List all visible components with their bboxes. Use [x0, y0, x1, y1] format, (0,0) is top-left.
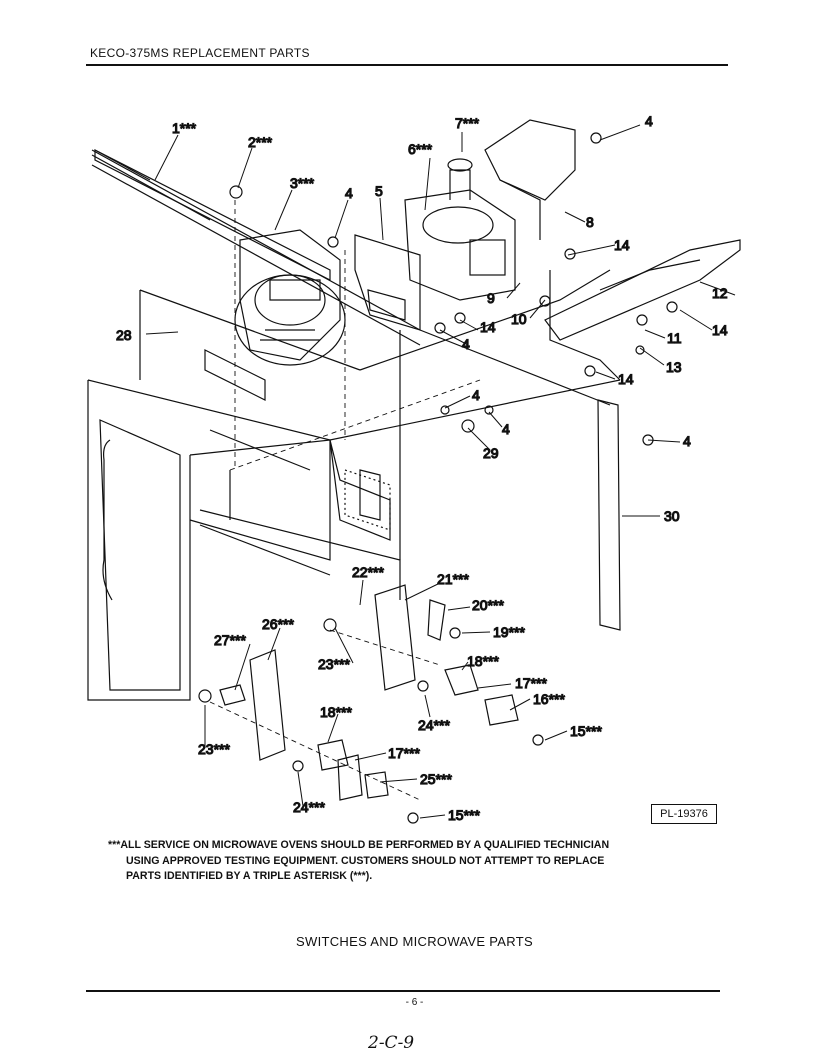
- gasket-part: [447, 158, 473, 172]
- callout-24-upper: 24***: [418, 717, 450, 733]
- callout-4-lower-left: 4: [472, 387, 480, 403]
- callout-3: 3***: [290, 175, 315, 191]
- waveguide-part: [354, 234, 421, 331]
- callout-23-lower: 23***: [198, 741, 230, 757]
- callout-14-c: 14: [712, 322, 728, 338]
- callout-28: 28: [116, 327, 132, 343]
- callout-4-lower-right: 4: [502, 421, 510, 437]
- callout-30: 30: [664, 508, 680, 524]
- callout-10: 10: [511, 311, 527, 327]
- callout-15-lower: 15***: [448, 807, 480, 823]
- callout-27: 27***: [214, 632, 246, 648]
- callout-14-d: 14: [618, 371, 634, 387]
- callout-20: 20***: [472, 597, 504, 613]
- right-rail-part: [544, 239, 741, 341]
- handwritten-note: 2-C-9: [368, 1033, 415, 1053]
- notice-line-3: PARTS IDENTIFIED BY A TRIPLE ASTERISK (*…: [126, 870, 373, 882]
- callout-18-lower: 18***: [320, 704, 352, 720]
- callout-17-upper: 17***: [515, 675, 547, 691]
- callout-11: 11: [667, 330, 682, 346]
- callout-8: 8: [586, 214, 594, 230]
- callout-leader-lines: [145, 124, 736, 819]
- switch-bracket-assembly: [198, 584, 519, 801]
- callout-14-a: 14: [614, 237, 630, 253]
- callout-26: 26***: [262, 616, 294, 632]
- notice-line-2: USING APPROVED TESTING EQUIPMENT. CUSTOM…: [126, 854, 605, 867]
- vent-grille: [344, 469, 391, 531]
- callout-14-b: 14: [480, 319, 496, 335]
- top-bracket-part: [484, 119, 576, 240]
- callout-5: 5: [375, 183, 383, 199]
- callout-24-lower: 24***: [293, 799, 325, 815]
- callout-12: 12: [712, 285, 728, 301]
- header-rule: [86, 64, 728, 66]
- callout-4-mid: 4: [462, 336, 470, 352]
- callout-15-upper: 15***: [570, 723, 602, 739]
- callout-23-upper: 23***: [318, 656, 350, 672]
- oven-chassis-outline: [87, 149, 621, 701]
- callout-13: 13: [666, 359, 682, 375]
- callout-2: 2***: [248, 134, 273, 150]
- callout-4-top-left: 4: [345, 185, 353, 201]
- exploded-parts-diagram: 1*** 2*** 3*** 4 5 6*** 7*** 4 8 14 12 9…: [87, 112, 741, 824]
- plate-id-box: PL-19376: [651, 804, 717, 824]
- callout-25: 25***: [420, 771, 452, 787]
- callout-1: 1***: [172, 120, 197, 136]
- notice-line-1: ***ALL SERVICE ON MICROWAVE OVENS SHOULD…: [108, 839, 610, 851]
- magnetron-assembly: [404, 169, 516, 301]
- side-panel-part: [597, 399, 621, 631]
- page-number: - 6 -: [405, 997, 424, 1008]
- callout-16: 16***: [533, 691, 565, 707]
- blower-fan-assembly: [204, 229, 346, 401]
- figure-caption: SWITCHES AND MICROWAVE PARTS: [296, 934, 533, 949]
- screw-fasteners: [229, 132, 678, 824]
- footer-rule: [86, 990, 720, 992]
- service-notice: ***ALL SERVICE ON MICROWAVE OVENS SHOULD…: [108, 838, 708, 885]
- callout-6: 6***: [408, 141, 433, 157]
- callout-4-right: 4: [683, 433, 691, 449]
- callout-17-lower: 17***: [388, 745, 420, 761]
- callout-29: 29: [483, 445, 499, 461]
- top-rail-part: [94, 149, 331, 281]
- page-header-title: KECO-375MS REPLACEMENT PARTS: [90, 46, 310, 60]
- callout-18-upper: 18***: [467, 653, 499, 669]
- callout-22: 22***: [352, 564, 384, 580]
- callout-7: 7***: [455, 115, 480, 131]
- callout-9: 9: [487, 290, 495, 306]
- callout-4-top-right: 4: [645, 113, 653, 129]
- assembly-guide-lines: [209, 200, 481, 801]
- callout-19: 19***: [493, 624, 525, 640]
- callout-21: 21***: [437, 571, 469, 587]
